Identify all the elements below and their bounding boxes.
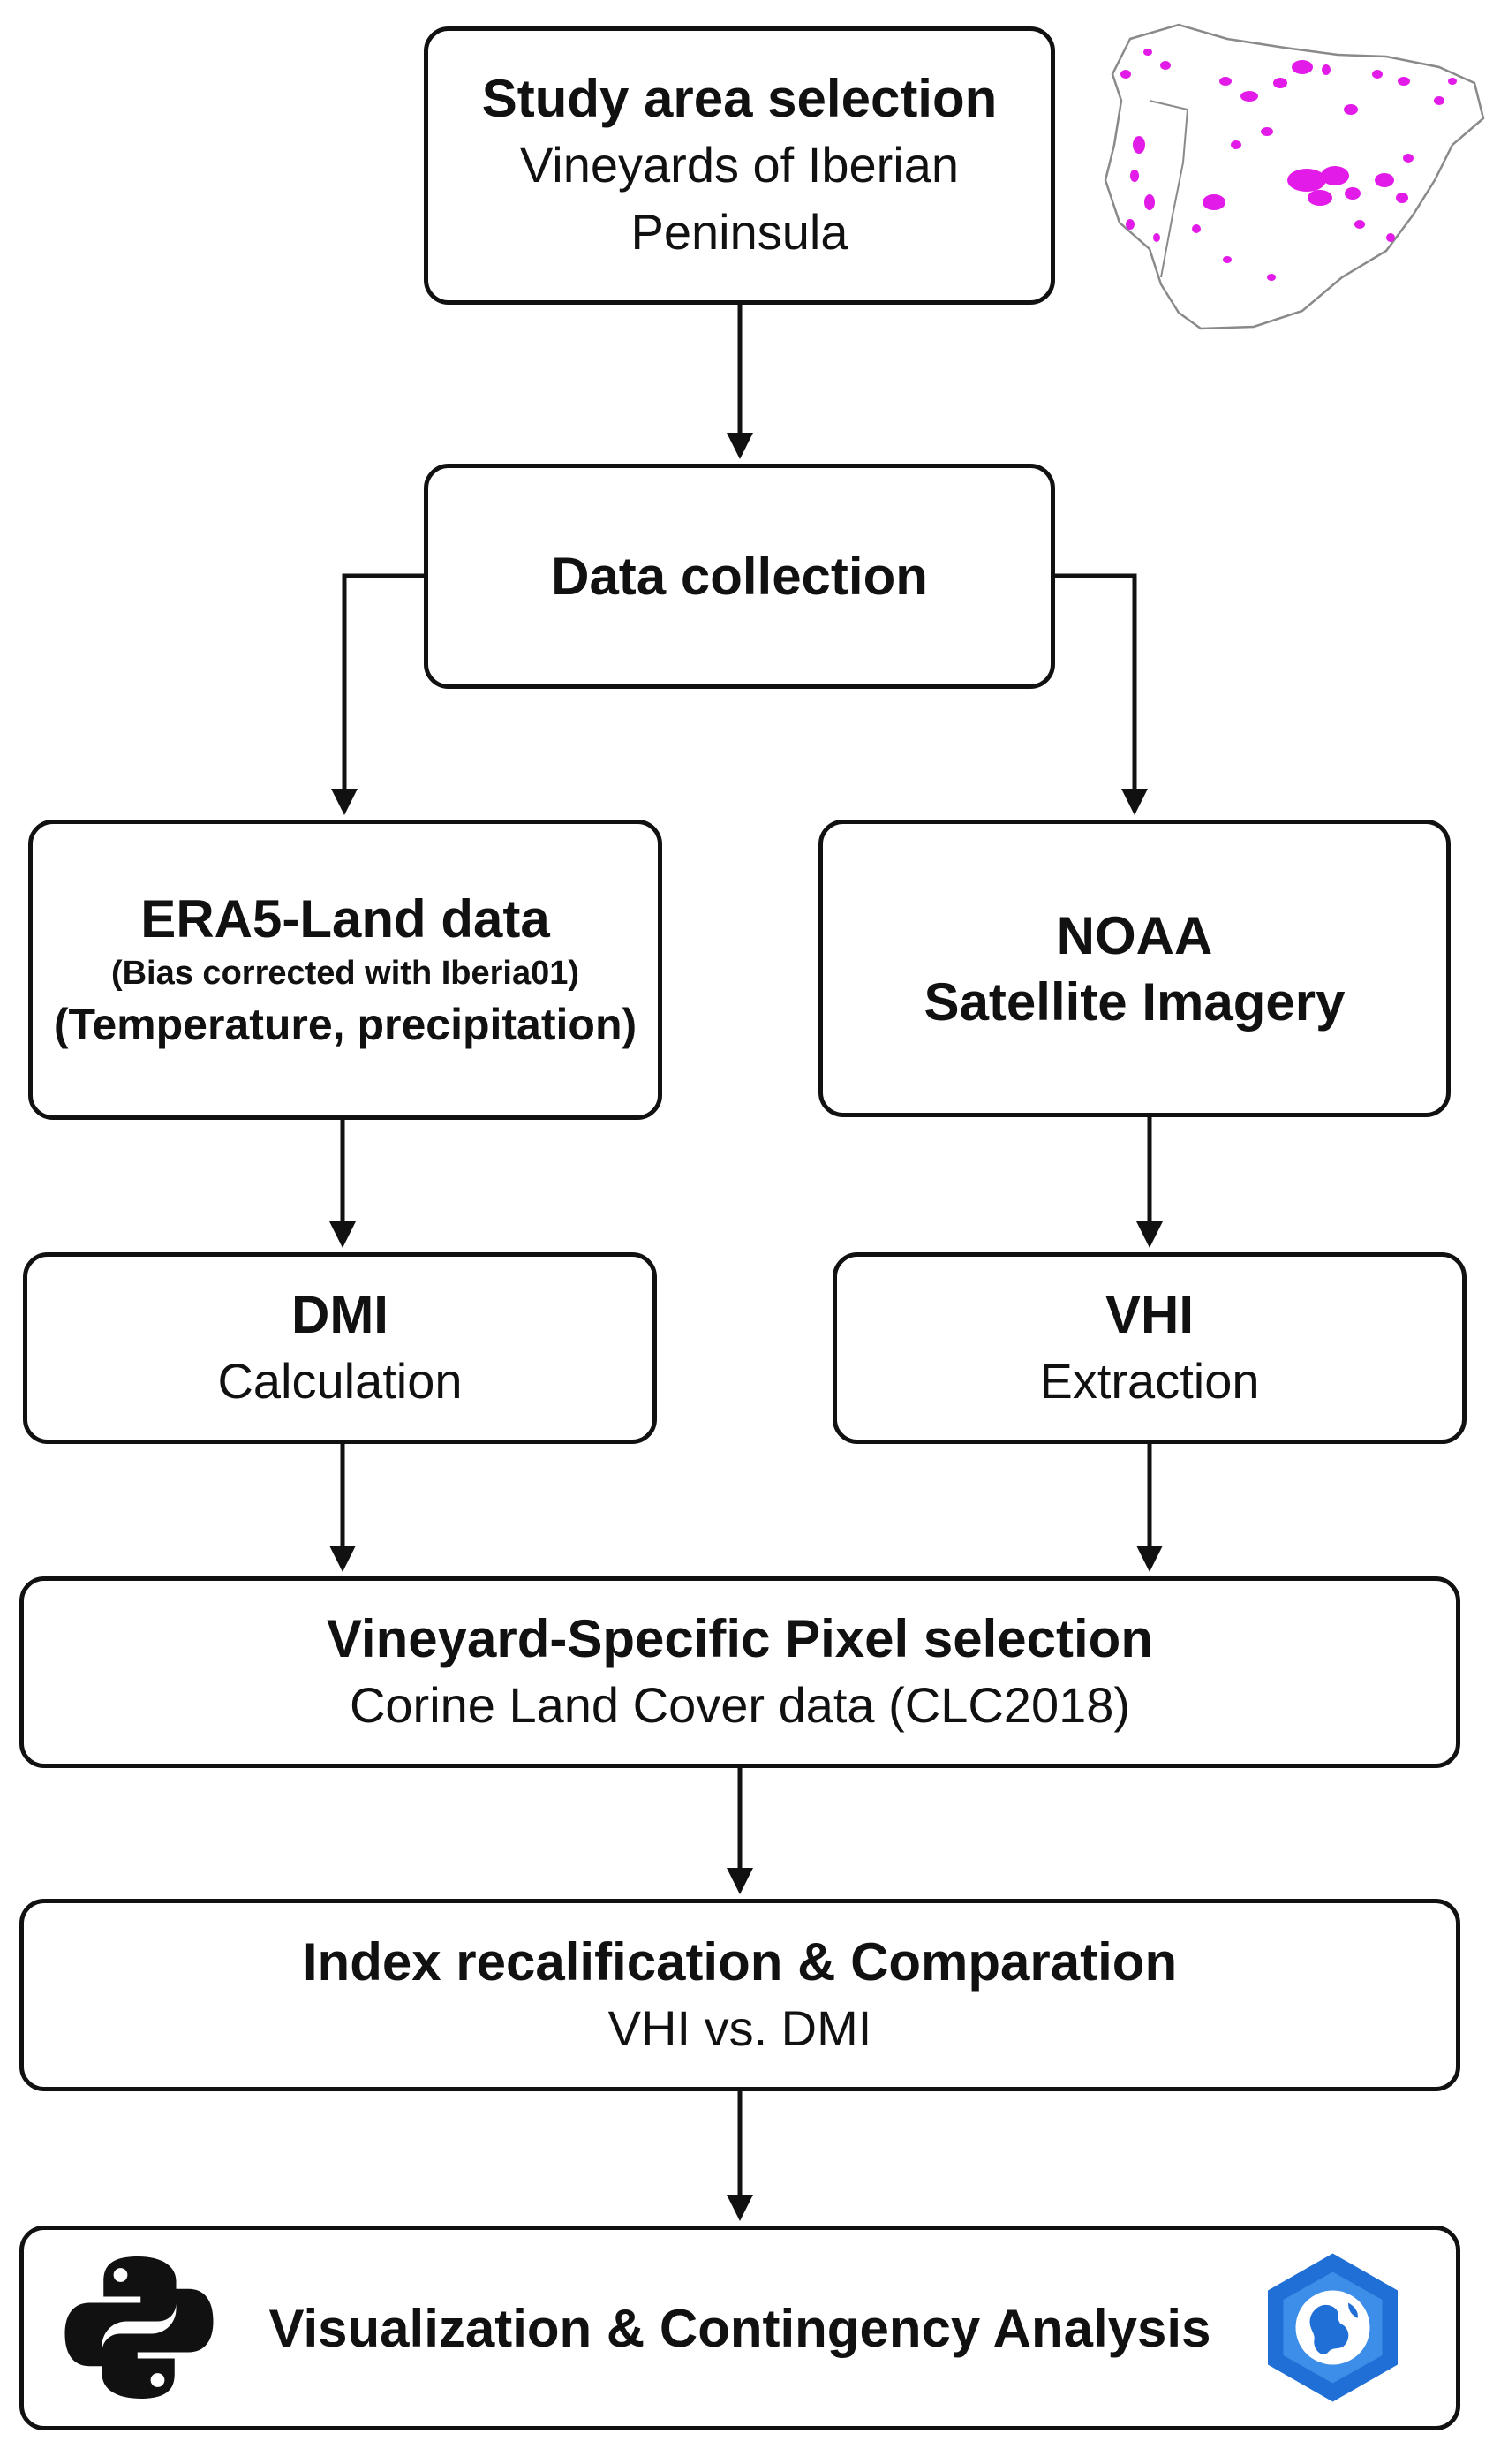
iberia-vineyard-map <box>1104 23 1485 330</box>
study-area-line1: Vineyards of Iberian <box>519 137 960 193</box>
arrow-collection-to-era5 <box>331 573 424 815</box>
noaa-box: NOAA Satellite Imagery <box>818 820 1451 1117</box>
study-area-title: Study area selection <box>481 69 998 129</box>
study-area-line2: Peninsula <box>630 204 848 260</box>
arrow-collection-to-noaa <box>1055 573 1148 815</box>
index-subtitle: VHI vs. DMI <box>607 1999 872 2056</box>
noaa-subtitle: Satellite Imagery <box>924 971 1346 1032</box>
era5-bias-note: (Bias corrected with Iberia01) <box>110 955 580 993</box>
vhi-title: VHI <box>1105 1285 1195 1345</box>
python-logo-icon <box>64 2256 214 2399</box>
visualization-box: Visualization & Contingency Analysis <box>19 2226 1460 2430</box>
dmi-title: DMI <box>291 1285 388 1345</box>
vhi-subtitle: Extraction <box>1039 1353 1260 1410</box>
era5-title: ERA5-Land data <box>140 889 550 949</box>
era5-box: ERA5-Land data (Bias corrected with Iber… <box>28 820 662 1120</box>
dmi-box: DMI Calculation <box>23 1252 657 1444</box>
vhi-box: VHI Extraction <box>833 1252 1467 1444</box>
index-title: Index recalification & Comparation <box>302 1931 1178 1992</box>
visualization-title: Visualization & Contingency Analysis <box>268 2298 1211 2358</box>
dmi-subtitle: Calculation <box>217 1353 463 1410</box>
era5-variables: (Temperature, precipitation) <box>53 999 637 1049</box>
arcgis-globe-icon <box>1268 2253 1398 2402</box>
index-box: Index recalification & Comparation VHI v… <box>19 1899 1460 2091</box>
data-collection-title: Data collection <box>551 547 928 606</box>
pixel-selection-box: Vineyard-Specific Pixel selection Corine… <box>19 1576 1460 1768</box>
pixel-selection-title: Vineyard-Specific Pixel selection <box>327 1609 1153 1669</box>
study-area-box: Study area selection Vineyards of Iberia… <box>424 26 1055 305</box>
noaa-title: NOAA <box>1056 905 1213 965</box>
data-collection-box: Data collection <box>424 464 1055 689</box>
pixel-selection-subtitle: Corine Land Cover data (CLC2018) <box>349 1677 1131 1734</box>
